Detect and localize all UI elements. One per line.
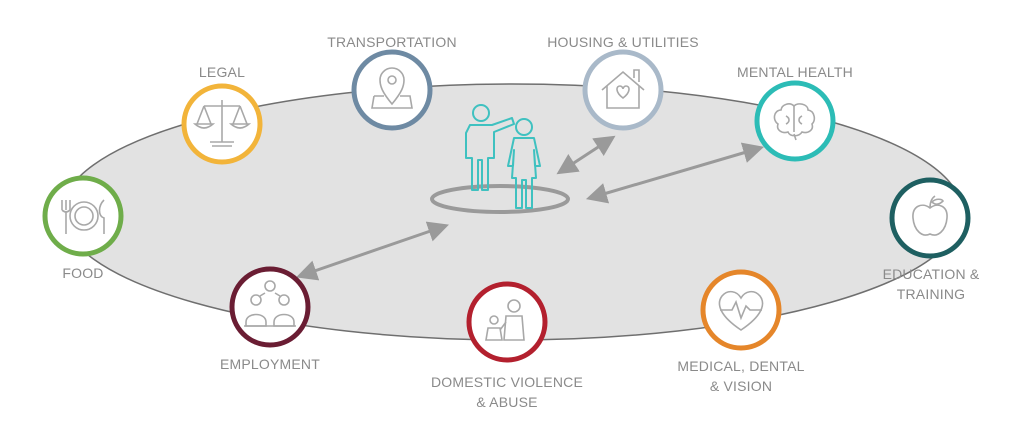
- scales-icon: [192, 100, 252, 147]
- label-domestic-line-2: & ABUSE: [476, 394, 538, 410]
- label-education-line-1: EDUCATION &: [882, 266, 980, 282]
- label-domestic-violence: DOMESTIC VIOLENCE & ABUSE: [417, 372, 597, 412]
- map-pin-icon: [371, 67, 413, 109]
- label-medical-line-1: MEDICAL, DENTAL: [677, 358, 805, 374]
- center-platform: [430, 184, 570, 214]
- legal-node: [181, 83, 263, 165]
- plate-utensils-icon: [61, 199, 105, 234]
- label-employment: EMPLOYMENT: [219, 356, 320, 372]
- label-education-line-2: TRAINING: [896, 286, 966, 302]
- label-mental-health: MENTAL HEALTH: [737, 64, 853, 80]
- arrow-to-mental-health: [585, 142, 765, 204]
- label-legal: LEGAL: [198, 64, 246, 80]
- label-food: FOOD: [62, 265, 104, 281]
- people-pointing-icon: [465, 104, 541, 209]
- mental-health-node: [754, 80, 836, 162]
- label-medical-line-2: & VISION: [709, 378, 773, 394]
- apple-icon: [912, 195, 948, 236]
- label-education: EDUCATION & TRAINING: [866, 264, 996, 304]
- medical-node: [700, 269, 782, 351]
- brain-icon: [773, 103, 816, 141]
- label-housing: HOUSING & UTILITIES: [547, 34, 699, 50]
- family-icon: [485, 299, 525, 341]
- education-node: [889, 177, 971, 259]
- housing-node: [582, 49, 664, 131]
- heartbeat-icon: [718, 290, 764, 331]
- label-medical: MEDICAL, DENTAL & VISION: [661, 356, 821, 396]
- arrow-to-employment: [296, 221, 449, 281]
- domestic-violence-node: [466, 281, 548, 363]
- house-heart-icon: [601, 69, 645, 109]
- team-meeting-icon: [244, 280, 296, 327]
- food-node: [42, 175, 124, 257]
- label-transportation: TRANSPORTATION: [327, 34, 457, 50]
- employment-node: [229, 266, 311, 348]
- transportation-node: [351, 49, 433, 131]
- label-domestic-line-1: DOMESTIC VIOLENCE: [431, 374, 583, 390]
